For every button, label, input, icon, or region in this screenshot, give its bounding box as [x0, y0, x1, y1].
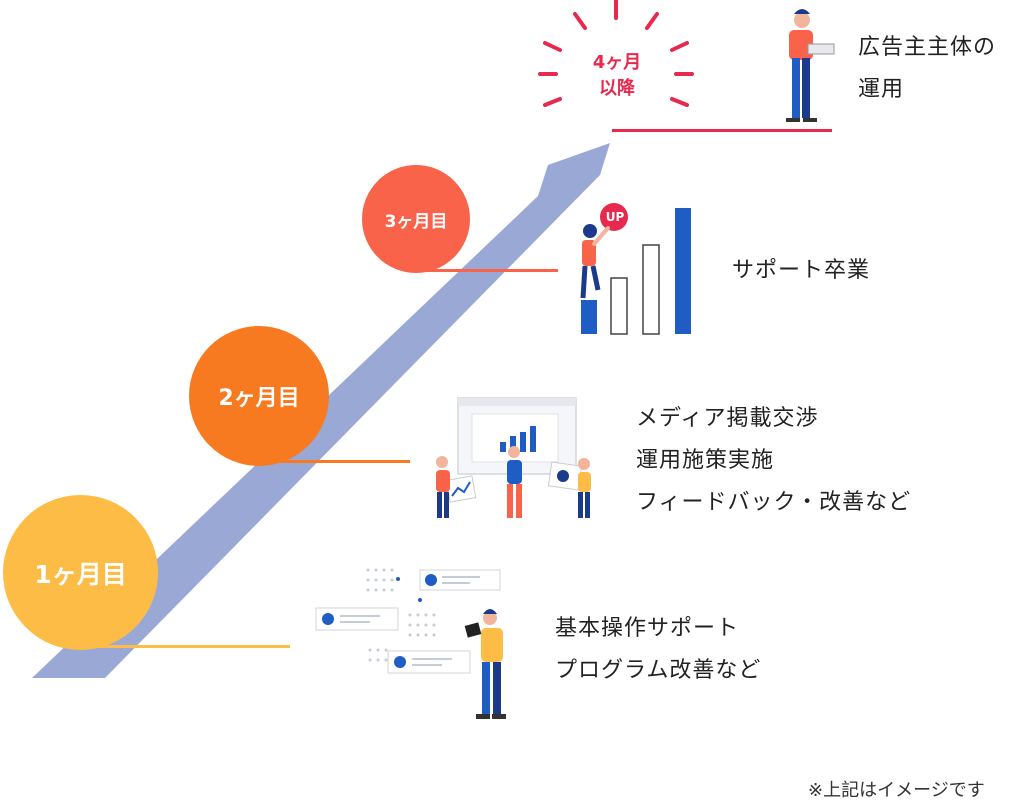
person-with-tablet-icon — [464, 609, 506, 719]
stage-1-label: 1ヶ月目 — [34, 559, 127, 589]
stage-2-line — [260, 460, 410, 463]
stage-2-label: 2ヶ月目 — [218, 386, 300, 411]
image-note: ※上記はイメージです — [808, 780, 985, 801]
stage-1-circle: 1ヶ月目 — [3, 495, 158, 650]
up-bar-chart-icon — [581, 203, 691, 335]
stage-1-description: 基本操作サポート プログラム改善など — [555, 616, 762, 683]
burst-lines-icon — [538, 0, 694, 107]
stage-2-description: メディア掲載交渉 運用施策実施 フィードバック・改善など — [636, 406, 912, 515]
program-cards-icon — [315, 568, 501, 674]
stage-2-circle: 2ヶ月目 — [189, 326, 329, 466]
stage-3-description: サポート卒業 — [732, 258, 871, 283]
stage-3-line — [420, 269, 558, 272]
stage-4-label: 4ヶ月 以降 — [592, 52, 642, 99]
stage-1-line — [80, 645, 290, 648]
stage-3-circle: 3ヶ月目 — [362, 165, 470, 273]
up-badge: UP — [605, 210, 625, 224]
stage-3-label: 3ヶ月目 — [384, 211, 448, 232]
person-climbing-icon — [580, 224, 610, 299]
dashboard-team-icon — [436, 397, 591, 518]
person-with-laptop-icon — [786, 9, 835, 122]
stage-4-line — [612, 129, 832, 132]
stage-4-description: 広告主主体の 運用 — [858, 35, 997, 102]
